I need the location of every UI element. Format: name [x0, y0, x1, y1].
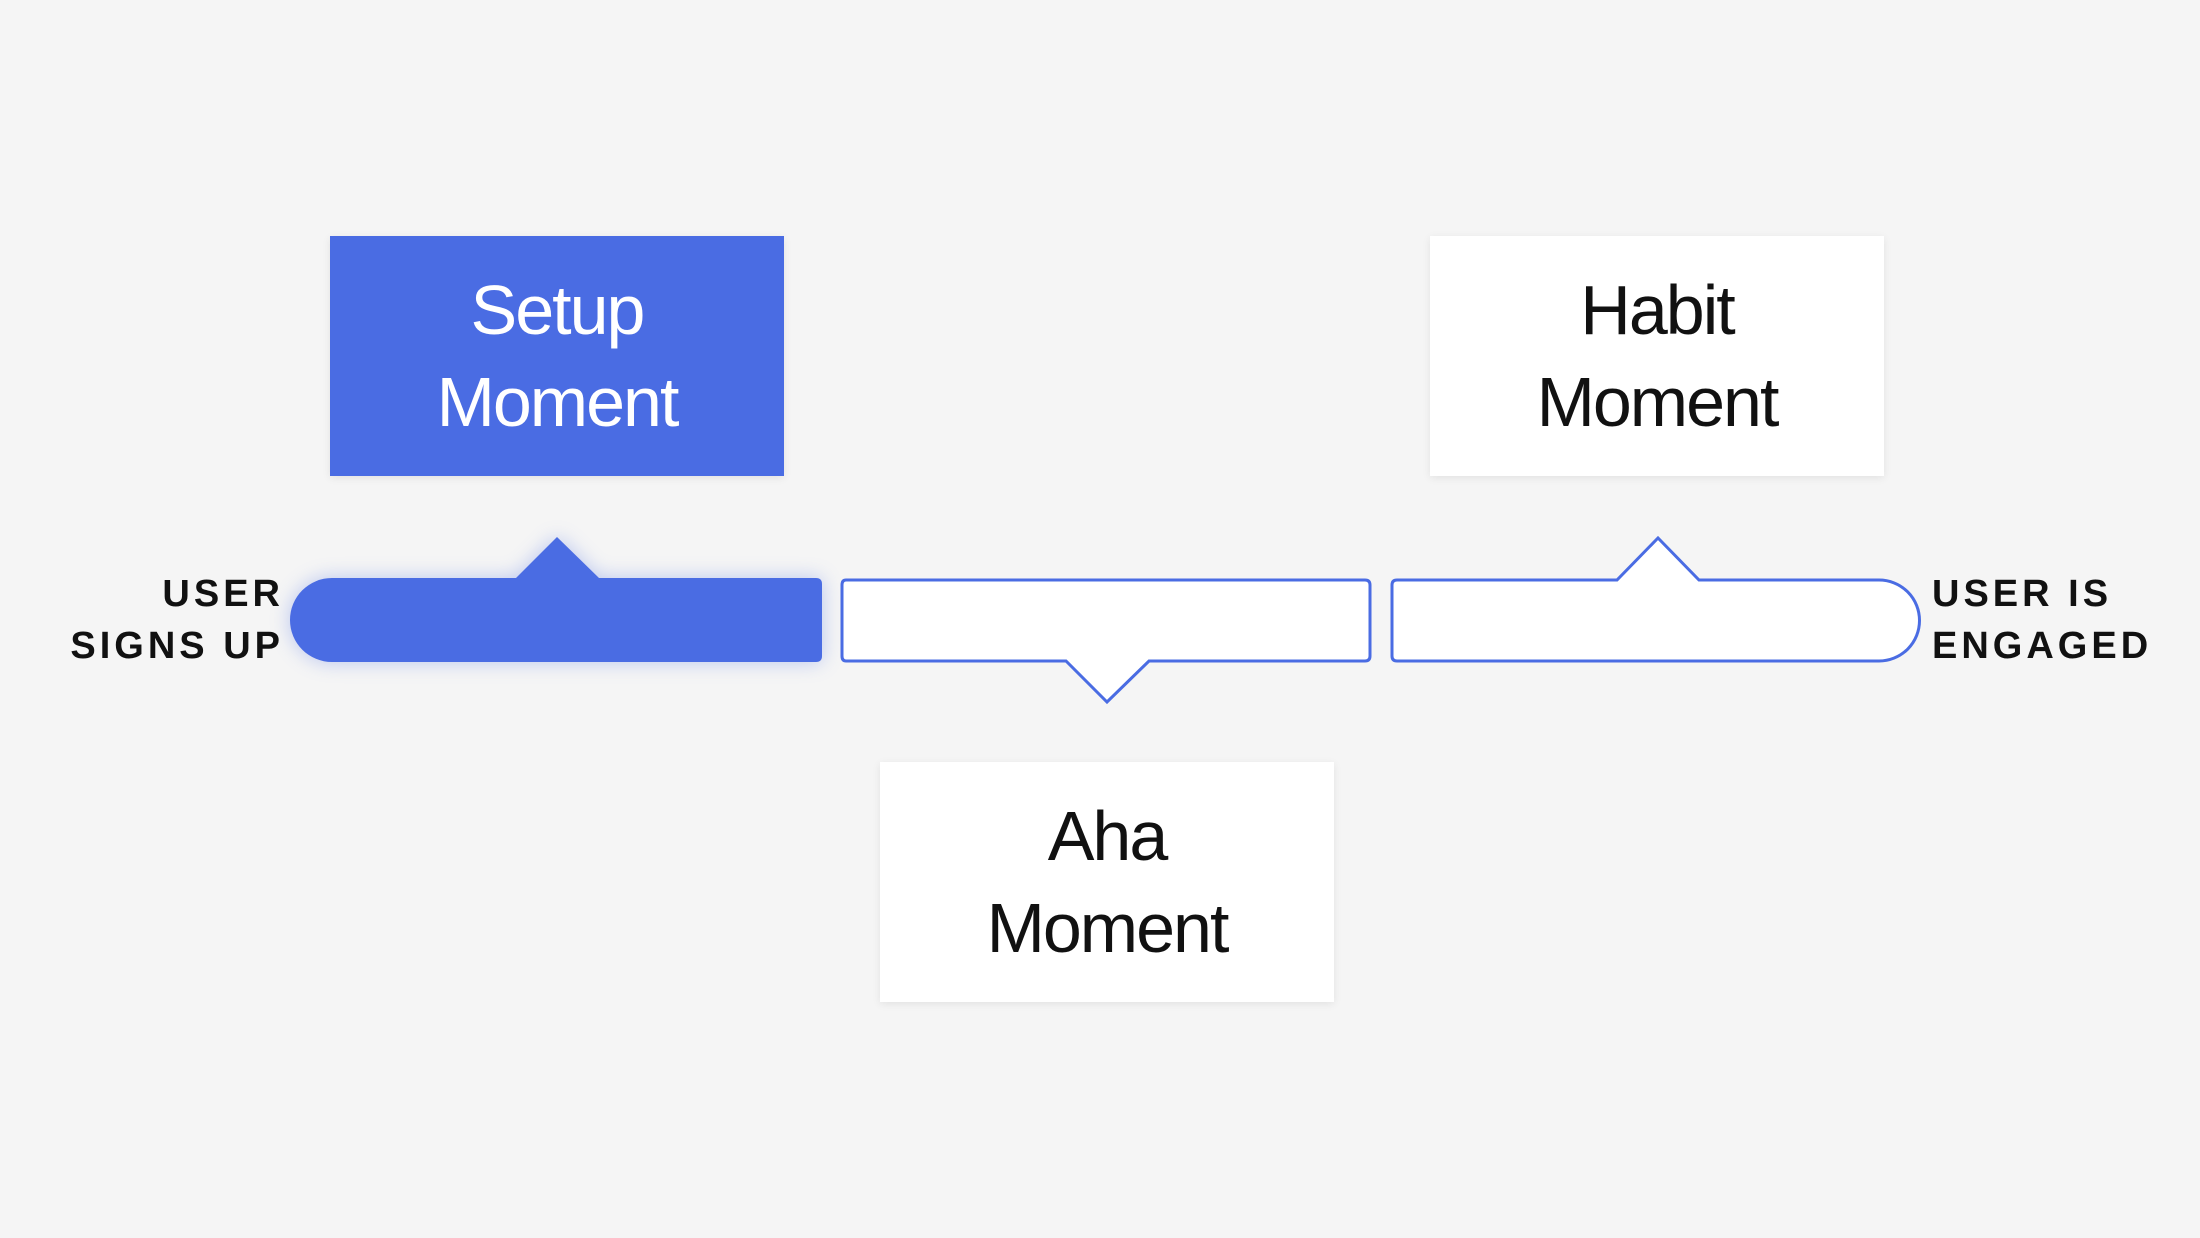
setup-moment-box: Setup Moment — [330, 236, 784, 476]
aha-moment-line2: Moment — [986, 889, 1230, 967]
start-label: USER SIGNS UP — [70, 568, 284, 672]
setup-moment-line1: Setup — [470, 271, 646, 349]
habit-moment-line2: Moment — [1536, 363, 1780, 441]
start-label-line1: USER — [162, 573, 284, 615]
aha-moment-box: Aha Moment — [880, 762, 1334, 1002]
end-label-line1: USER IS — [1932, 573, 2113, 615]
aha-segment — [840, 578, 1372, 705]
habit-segment — [1390, 535, 1921, 663]
end-label: USER IS ENGAGED — [1932, 568, 2152, 672]
habit-moment-box: Habit Moment — [1430, 236, 1884, 476]
setup-moment-line2: Moment — [436, 363, 680, 441]
aha-moment-line1: Aha — [1047, 797, 1169, 875]
start-label-line2: SIGNS UP — [70, 625, 284, 667]
end-label-line2: ENGAGED — [1932, 625, 2153, 667]
setup-segment — [290, 537, 822, 662]
habit-moment-line1: Habit — [1580, 271, 1735, 349]
